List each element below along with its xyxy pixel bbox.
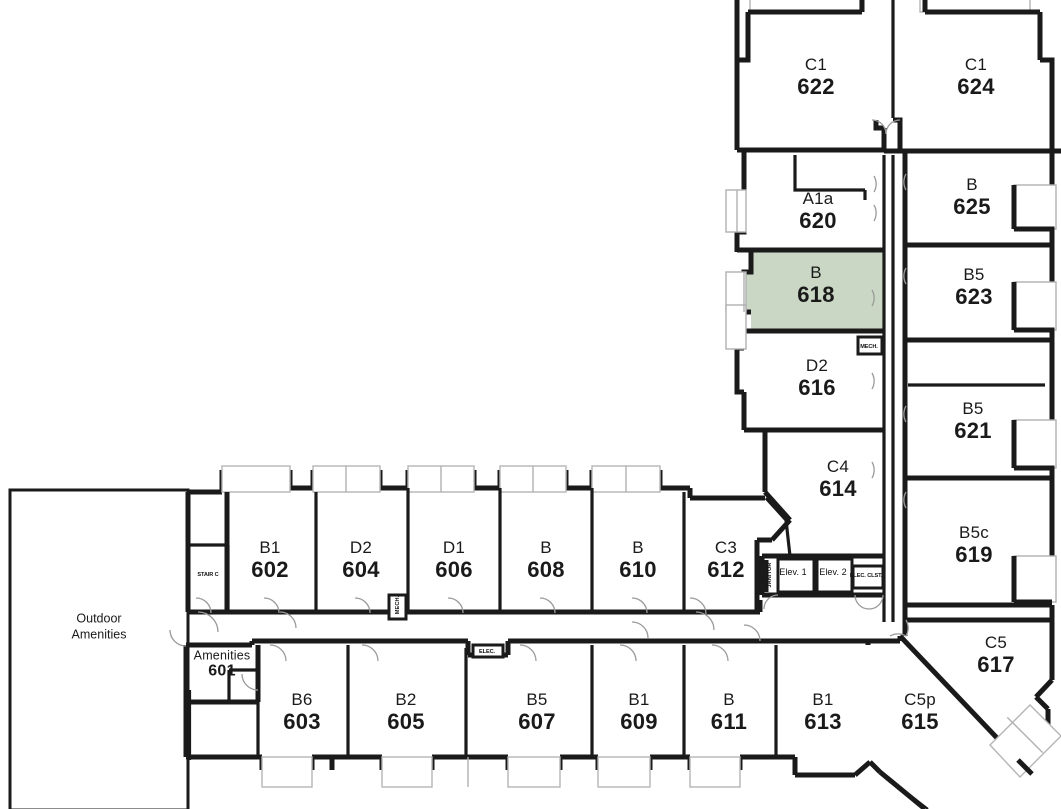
unit-number: 617 [977,652,1015,677]
unit-number: 605 [387,709,425,734]
unit-number: 623 [955,284,993,309]
unit-number: 609 [620,709,658,734]
unit-number: 602 [251,557,289,582]
unit-number: 607 [518,709,556,734]
mid-row-walls [185,465,765,621]
unit-number: 619 [955,542,993,567]
unit-plan-type: D1 [442,538,466,557]
unit-plan-type: B [966,175,978,194]
unit-plan-type: B5c [959,523,989,542]
corner-unit-walls [879,605,1061,809]
unit-plan-type: Amenities [193,648,251,663]
unit-plan-type: B5 [962,399,984,418]
unit-number: 622 [797,74,835,99]
service-room-label-elec_1: ELEC. [479,649,495,655]
unit-plan-type: B5 [963,265,985,284]
outdoor-amenities-line-2: Amenities [71,627,127,641]
unit-plan-type: B [810,263,822,282]
unit-number: 625 [953,194,991,219]
unit-plan-type: C5p [904,690,936,709]
unit-number: 618 [797,282,835,307]
unit-number: 604 [342,557,380,582]
service-room-label-stair_c: STAIR C [197,572,219,578]
unit-plan-type: B [632,538,644,557]
north-wing-walls [725,0,1061,622]
unit-number: 616 [798,375,836,400]
unit-plan-type: C3 [714,538,738,557]
unit-number: 624 [957,74,995,99]
bottom-row-walls [183,636,927,809]
unit-number: 614 [819,476,857,501]
unit-plan-type: B1 [812,690,834,709]
highlighted-unit-fill[interactable] [744,251,884,331]
service-room-label-elev_2: Elev. 2 [819,567,847,577]
unit-number: 615 [901,709,939,734]
unit-plan-type: B [723,690,735,709]
unit-plan-type: B1 [259,538,281,557]
unit-number: 603 [283,709,321,734]
unit-number: 601 [208,661,236,679]
unit-number: 608 [527,557,565,582]
unit-plan-type: C4 [826,457,850,476]
unit-plan-type: C1 [964,55,988,74]
unit-plan-type: B1 [628,690,650,709]
unit-plan-type: B5 [526,690,548,709]
service-room-label-mech_2: MECH. [860,344,878,350]
unit-plan-type: B [540,538,552,557]
unit-number: 621 [954,418,992,443]
unit-plan-type: B2 [395,690,417,709]
unit-plan-type: C1 [804,55,828,74]
unit-number: 610 [619,557,657,582]
outdoor-amenities-area [8,488,190,809]
service-room-label-elec_clst: ELEC. CLST. [849,573,883,579]
outdoor-amenities-line-1: Outdoor [76,611,122,626]
unit-number: 606 [435,557,473,582]
unit-plan-type: D2 [805,356,829,375]
service-room-label-elev_1: Elev. 1 [779,567,807,577]
unit-plan-type: C5 [984,633,1008,652]
unit-plan-type: D2 [349,538,373,557]
unit-number: 620 [799,208,837,233]
unit-number: 611 [710,709,748,734]
unit-number: 612 [707,557,745,582]
unit-plan-type: A1a [802,189,834,208]
service-room-label-mech_1: MECH. [395,595,401,615]
unit-plan-type: B6 [291,690,313,709]
unit-number: 613 [804,709,842,734]
service-room-label-janitor: JANITOR [767,562,773,588]
elevator-core-walls [757,490,885,598]
door-swings [169,119,909,691]
